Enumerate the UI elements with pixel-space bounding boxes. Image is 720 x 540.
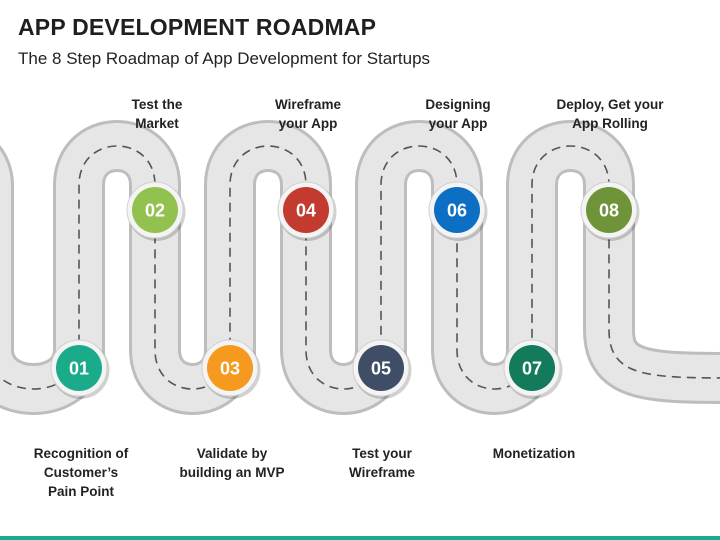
step-marker-fill — [358, 345, 404, 391]
step-03-marker: 03 — [201, 339, 261, 399]
step-number: 04 — [296, 201, 316, 221]
step-marker-fill — [509, 345, 555, 391]
step-number: 08 — [599, 201, 619, 221]
step-06-marker: 06 — [428, 181, 488, 241]
step-marker-fill — [132, 187, 178, 233]
step-marker-fill — [434, 187, 480, 233]
page-title: APP DEVELOPMENT ROADMAP — [18, 14, 377, 40]
step-markers: 01 02 03 04 05 06 07 08 — [50, 181, 640, 399]
step-number: 06 — [447, 201, 467, 221]
step-number: 05 — [371, 359, 391, 379]
step-marker-fill — [283, 187, 329, 233]
step-01-label: Recognition of Customer’s Pain Point — [33, 446, 129, 499]
step-number: 03 — [220, 359, 240, 379]
page-subtitle: The 8 Step Roadmap of App Development fo… — [18, 49, 431, 68]
step-02-marker: 02 — [126, 181, 186, 241]
step-08-marker: 08 — [580, 181, 640, 241]
step-marker-fill — [207, 345, 253, 391]
step-04-marker: 04 — [277, 181, 337, 241]
step-08-label: Deploy, Get your App Rolling — [556, 97, 664, 131]
step-02-label: Test the Market — [131, 97, 183, 131]
step-07-label: Monetization — [492, 446, 576, 461]
step-01-marker: 01 — [50, 339, 110, 399]
footer-accent-bar — [0, 536, 720, 540]
step-04-label: Wireframe your App — [275, 97, 341, 131]
step-marker-fill — [586, 187, 632, 233]
step-07-marker: 07 — [503, 339, 563, 399]
step-marker-fill — [56, 345, 102, 391]
step-06-label: Designing your App — [425, 97, 491, 131]
step-number: 01 — [69, 359, 89, 379]
step-05-marker: 05 — [352, 339, 412, 399]
step-03-label: Validate by building an MVP — [179, 446, 285, 480]
step-number: 07 — [522, 359, 542, 379]
step-05-label: Test your Wireframe — [349, 446, 415, 480]
step-number: 02 — [145, 201, 165, 221]
